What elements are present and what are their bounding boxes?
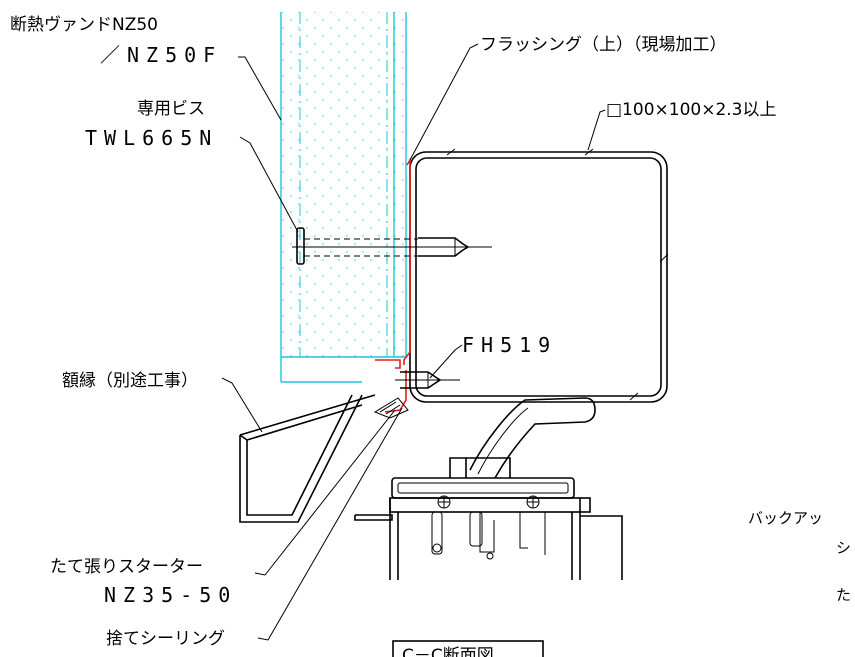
window-frame-trim [239, 394, 409, 523]
starter-label-line2: NZ35-50 [104, 583, 237, 607]
sealing-label: 捨てシーリング [106, 629, 225, 649]
section-title-text: C－C断面図 [402, 646, 494, 657]
starter-label-line1: たて張りスターター [50, 557, 203, 577]
square-tube-label: □100×100×2.3以上 [606, 100, 776, 120]
flashing-upper [375, 157, 411, 413]
fh-label: FH519 [462, 333, 557, 357]
panel-label-line1: 断熱ヴァンドNZ50 [10, 15, 158, 35]
frame-label: 額縁（別途工事） [62, 371, 198, 391]
screw-label-line1: 専用ビス [137, 99, 205, 119]
flashing-label: フラッシング（上）（現場加工） [480, 35, 727, 55]
square-steel-tube [409, 148, 669, 403]
leader-lines [221, 43, 606, 641]
labels: 断熱ヴァンドNZ50 ／NZ50F フラッシング（上）（現場加工） 専用ビス T… [10, 15, 851, 649]
screw-label-line2: TWL665N [85, 126, 218, 150]
section-title: C－C断面図 [392, 640, 544, 657]
fh519-screw [395, 371, 460, 389]
backup-label-part3: た [836, 586, 851, 604]
panel-label-line2: ／NZ50F [100, 43, 222, 67]
insulated-panel [280, 12, 407, 383]
backup-label-part2: シ [836, 539, 851, 557]
backup-label-part1: バックアッ [748, 509, 823, 527]
window-sash [389, 397, 623, 580]
dedicated-screw [292, 227, 492, 265]
